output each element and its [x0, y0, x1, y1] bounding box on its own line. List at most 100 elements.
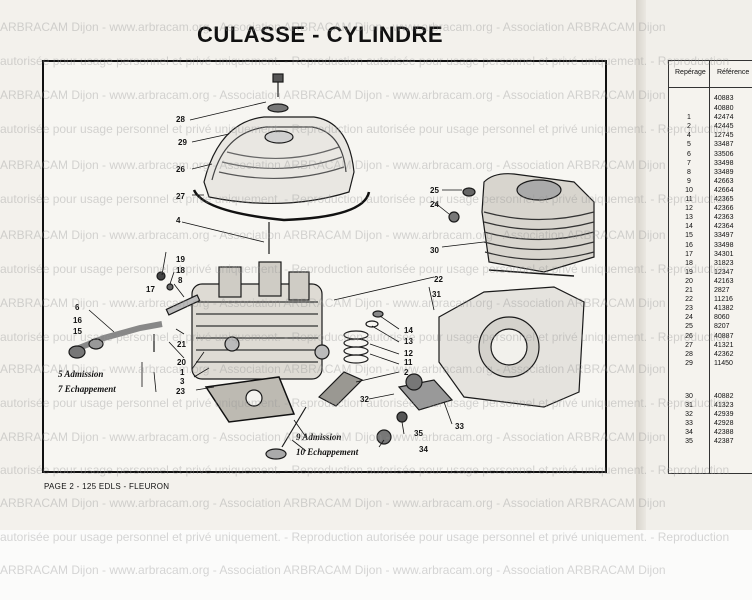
- callout-24: 24: [430, 200, 439, 209]
- callout-12: 12: [404, 349, 413, 358]
- row-reference: 33506: [714, 150, 734, 158]
- callout-18: 18: [176, 266, 185, 275]
- row-reference: 31823: [714, 259, 734, 267]
- callout-15: 15: [73, 327, 82, 336]
- table-row: 12 42366: [669, 205, 752, 214]
- row-reperage: 15: [685, 232, 693, 240]
- exploded-diagram: 28 29 26 27 4 19 18 8 17 6 16 15 21 20 1…: [42, 60, 607, 473]
- row-reference: 8207: [714, 323, 730, 331]
- row-reference: 40883: [714, 95, 734, 102]
- row-reference: 41323: [714, 402, 734, 409]
- row-reperage: 21: [685, 287, 693, 294]
- table-row: 18 31823: [669, 260, 752, 269]
- row-reference: 33498: [714, 159, 734, 167]
- row-reference: 11216: [714, 296, 733, 304]
- table-header: Repérage Référence: [669, 61, 752, 88]
- row-reperage: 19: [685, 268, 693, 276]
- row-reperage: 27: [685, 341, 693, 349]
- row-reference: 40880: [714, 105, 734, 112]
- table-row: 21 2827: [669, 287, 752, 296]
- header-reference: Référence: [717, 69, 750, 76]
- callout-6: 6: [75, 303, 80, 312]
- table-row: 22 11216: [669, 296, 752, 305]
- table-divider: [709, 61, 710, 473]
- table-row: 25 8207: [669, 323, 752, 332]
- table-row: 19 12347: [669, 269, 752, 278]
- row-reperage: 1: [687, 114, 691, 122]
- row-reference: 42364: [714, 223, 734, 231]
- table-row: 1 42474: [669, 114, 752, 123]
- table-row: 11 42365: [669, 196, 752, 205]
- caption-echappement-left: 7 Echappement: [58, 384, 116, 394]
- callout-22: 22: [434, 275, 443, 284]
- engine-drawing: 28 29 26 27 4 19 18 8 17 6 16 15 21 20 1…: [68, 73, 595, 460]
- row-reference: 42664: [714, 186, 734, 194]
- row-reference: 42928: [714, 420, 734, 428]
- row-reference: 42366: [714, 205, 734, 213]
- row-reference: 42387: [714, 438, 734, 446]
- row-reference: 33489: [714, 168, 734, 176]
- row-reperage: 34: [685, 429, 693, 437]
- row-reperage: 5: [687, 141, 691, 149]
- callout-8: 8: [178, 276, 183, 285]
- row-reperage: 4: [687, 132, 691, 140]
- callout-1: 1: [180, 368, 185, 377]
- callout-21: 21: [177, 340, 186, 349]
- row-reperage: 28: [685, 350, 693, 358]
- callout-34: 34: [419, 445, 428, 454]
- row-reference: 11450: [714, 359, 733, 367]
- callout-19: 19: [176, 255, 185, 264]
- row-reperage: 14: [685, 223, 693, 231]
- row-reference: 2827: [714, 287, 730, 294]
- callout-14: 14: [404, 326, 413, 335]
- row-reperage: 30: [685, 392, 693, 400]
- row-reperage: 2: [687, 123, 691, 131]
- row-reperage: 33: [685, 420, 693, 428]
- row-reference: 40887: [714, 332, 734, 340]
- page-title: CULASSE - CYLINDRE: [196, 22, 444, 47]
- row-reperage: 18: [685, 259, 693, 267]
- callout-23: 23: [176, 387, 185, 396]
- callout-20: 20: [177, 358, 186, 367]
- callout-35: 35: [414, 429, 423, 438]
- callout-13: 13: [404, 337, 413, 346]
- row-reference: 42365: [714, 196, 734, 203]
- callout-29: 29: [178, 138, 187, 147]
- row-reference: 41382: [714, 305, 734, 313]
- caption-admission-left: 5 Admission: [58, 369, 104, 379]
- row-reperage: 13: [685, 214, 693, 222]
- row-reperage: 22: [685, 296, 693, 304]
- callout-32: 32: [360, 395, 369, 404]
- row-reperage: 26: [685, 332, 693, 340]
- row-reperage: 25: [685, 323, 693, 331]
- row-reference: 33498: [714, 241, 734, 249]
- row-reference: 34301: [714, 250, 734, 258]
- row-reperage: 23: [685, 305, 693, 313]
- row-reference: 12347: [714, 268, 734, 276]
- table-row: 15 33497: [669, 232, 752, 241]
- row-reference: 42474: [714, 114, 734, 122]
- row-reperage: 32: [685, 411, 693, 419]
- row-reference: 33497: [714, 232, 734, 240]
- row-reperage: 12: [685, 205, 693, 213]
- row-reference: 42163: [714, 277, 734, 285]
- table-row: 23 41382: [669, 305, 752, 314]
- callout-3: 3: [180, 377, 185, 386]
- row-reperage: 11: [685, 196, 693, 203]
- table-row: 40880: [669, 105, 752, 114]
